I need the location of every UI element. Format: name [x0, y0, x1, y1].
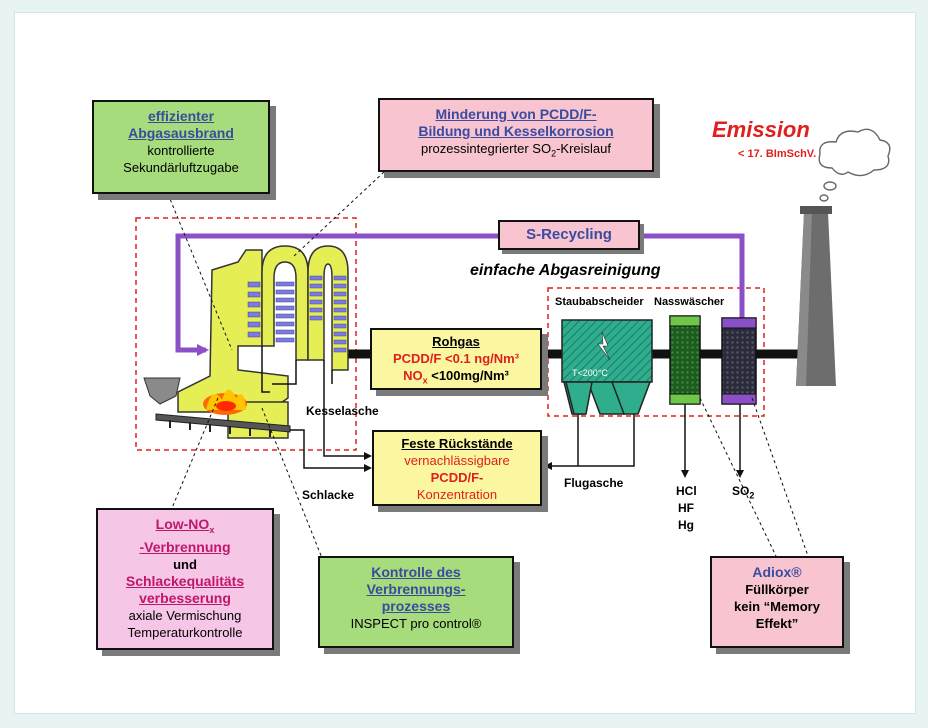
box-s-recycling: S-Recycling: [498, 220, 640, 250]
pcdd-title-2: Bildung und Kesselkorrosion: [418, 123, 614, 139]
leader-lines: [167, 171, 809, 559]
rohgas-line-1: PCDD/F <0.1 ng/Nm³: [372, 350, 540, 367]
flame-icon: [203, 389, 247, 415]
rohgas-line-2: NOx <100mg/Nm³: [372, 367, 540, 390]
einfache-abgasreinigung-label: einfache Abgasreinigung: [470, 262, 661, 279]
kontrolle-title-2: Verbrennungs-: [366, 581, 466, 597]
box-adiox: Adiox® Füllkörper kein “Memory Effekt”: [710, 556, 844, 648]
rohgas-title: Rohgas: [432, 334, 480, 349]
pcdd-text: prozessintegrierter SO2-Kreislauf: [380, 140, 652, 163]
pcdd-text-suffix: -Kreislauf: [556, 141, 611, 156]
adiox-line-3: Effekt”: [755, 616, 799, 631]
box-pcdd-minderung: Minderung von PCDD/F- Bildung und Kessel…: [378, 98, 654, 172]
box-low-nox: Low-NOx -Verbrennung und Schlackequalitä…: [96, 508, 274, 650]
rueckstaende-line-2: PCDD/F-: [430, 470, 484, 485]
adiox-line-1: Füllkörper: [745, 582, 809, 597]
rohgas-nox-name: NO: [403, 368, 423, 383]
so2-prefix: SO: [732, 484, 750, 498]
box-feste-rueckstaende: Feste Rückstände vernachlässigbare PCDD/…: [372, 430, 542, 506]
hcl-label: HCl: [676, 484, 697, 498]
kontrolle-text: INSPECT pro control®: [350, 616, 482, 631]
ausbrand-text-2: Sekundärluftzugabe: [123, 160, 239, 175]
lownox-title-sub: x: [209, 524, 215, 535]
so2-sub: 2: [749, 490, 755, 501]
grate: [155, 413, 291, 433]
flugasche-label: Flugasche: [564, 476, 624, 490]
ausbrand-text-1: kontrollierte: [147, 143, 215, 158]
ausbrand-title-1: effizienter: [147, 108, 215, 124]
ausbrand-title-2: Abgasausbrand: [128, 125, 234, 141]
pcdd-text-sub: 2: [551, 148, 557, 159]
wet-scrubber-green: [669, 315, 701, 405]
box-ausbrand: effizienter Abgasausbrand kontrollierte …: [92, 100, 270, 194]
wet-scrubber-purple: [721, 317, 757, 405]
lownox-title-prefix: Low-NO: [155, 516, 210, 532]
temperature-label: T<200°C: [572, 368, 608, 378]
nasswaescher-label: Nasswäscher: [654, 296, 725, 308]
box-kontrolle: Kontrolle des Verbrennungs- prozesses IN…: [318, 556, 514, 648]
flugasche-arrow: [546, 408, 635, 466]
boiler: [177, 245, 349, 439]
adiox-line-2: kein “Memory: [734, 599, 820, 614]
lownox-text-2: Temperaturkontrolle: [127, 624, 243, 640]
s-recycling-label: S-Recycling: [526, 226, 612, 243]
emission-subtitle: < 17. BImSchV.: [738, 148, 817, 160]
lownox-title-3: Schlackequalitäts: [125, 572, 245, 589]
pcdd-title-1: Minderung von PCDD/F-: [435, 106, 597, 122]
pcdd-text-prefix: prozessintegrierter SO: [421, 141, 552, 156]
schlacke-arrow: [290, 429, 372, 472]
boiler-boundary: [135, 217, 357, 451]
grate-ribs: [169, 420, 271, 437]
lownox-text-1: axiale Vermischung: [128, 607, 242, 623]
dust-separator: [561, 319, 653, 415]
emission-title: Emission: [712, 117, 810, 142]
rohgas-nox-sub: x: [422, 375, 428, 386]
rohgas-nox-value: <100mg/Nm³: [427, 368, 509, 383]
adiox-title: Adiox®: [752, 564, 802, 580]
schlacke-label: Schlacke: [302, 488, 355, 502]
hf-label: HF: [678, 501, 694, 515]
waste-hopper: [143, 377, 181, 405]
box-rohgas: Rohgas PCDD/F <0.1 ng/Nm³ NOx <100mg/Nm³: [370, 328, 542, 390]
kontrolle-title-3: prozesses: [381, 598, 451, 614]
kesselasche-line: [261, 346, 333, 393]
lownox-title-2: -Verbrennung: [139, 538, 231, 555]
chimney: [796, 206, 836, 386]
boiler-ash-arrow: [323, 384, 372, 460]
recycle-line: [175, 233, 745, 350]
so2-label: SO2: [732, 484, 754, 500]
lownox-title-4: verbesserung: [139, 589, 231, 606]
lownox-title-1: Low-NOx: [98, 516, 272, 539]
rueckstaende-line-3: Konzentration: [416, 487, 498, 502]
rohgas-pcdd-value: <0.1 ng/Nm³: [441, 351, 520, 366]
hg-label: Hg: [678, 518, 694, 532]
staubabscheider-label: Staubabscheider: [555, 296, 644, 308]
rueckstaende-title: Feste Rückstände: [401, 436, 513, 451]
lownox-und: und: [173, 556, 197, 572]
rohgas-pcdd-name: PCDD/F: [392, 351, 442, 366]
rueckstaende-line-1: vernachlässigbare: [404, 453, 510, 468]
emission-cloud-icon: [818, 128, 891, 202]
kontrolle-title-1: Kontrolle des: [371, 564, 461, 580]
kesselasche-label: Kesselasche: [306, 404, 379, 418]
